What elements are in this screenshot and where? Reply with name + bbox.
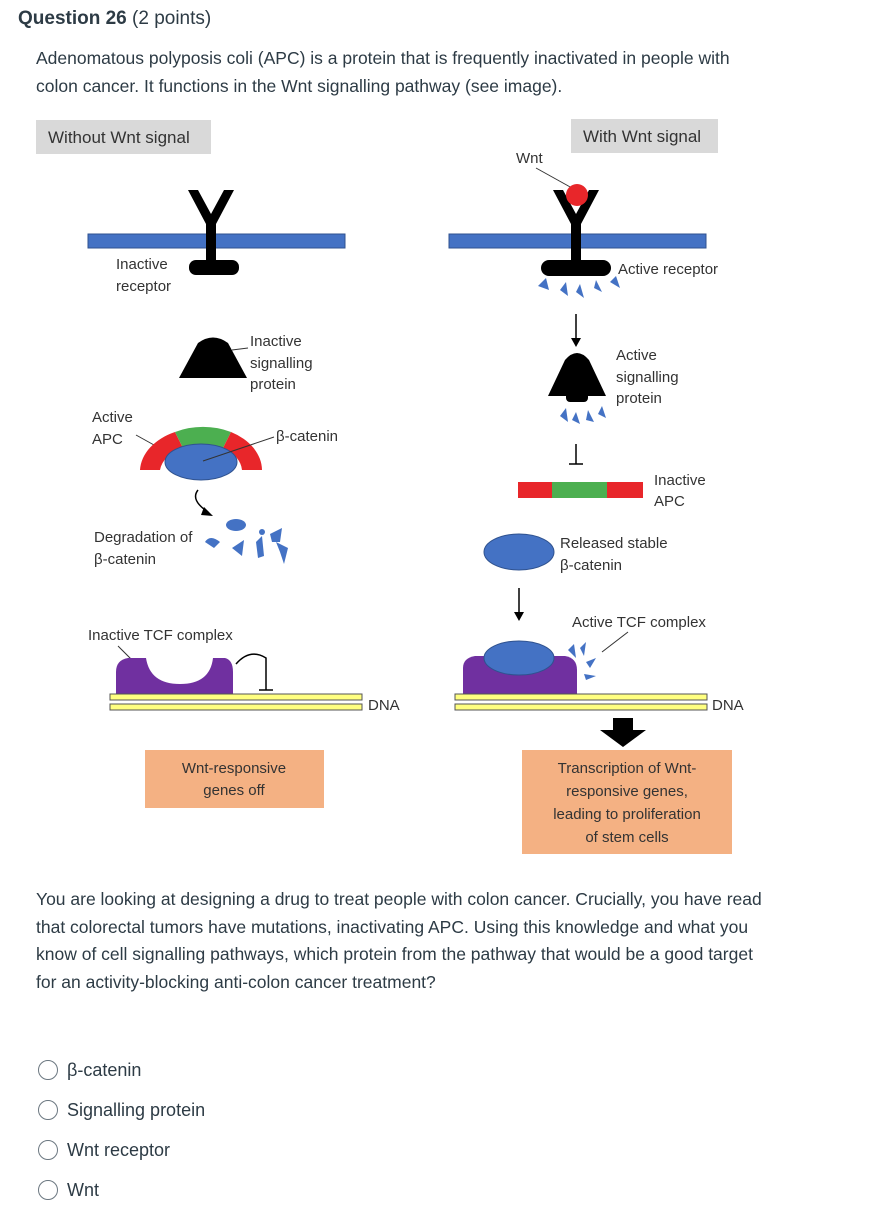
question-points: (2 points) (132, 8, 212, 29)
transcription-box (522, 750, 732, 854)
question-prompt: You are looking at designing a drug to t… (36, 889, 762, 992)
pointer-line (202, 436, 275, 462)
transcription-line-2: responsive genes, (566, 783, 688, 800)
answer-option-wnt[interactable]: Wnt (38, 1170, 205, 1210)
active-signal-label-1: Active (616, 347, 657, 364)
signal-activation-rays (560, 406, 606, 424)
receptor-activation-rays (538, 276, 620, 298)
question-number: Question 26 (18, 8, 127, 29)
tcf-activation-rays (568, 642, 596, 680)
answer-option-signalling-protein[interactable]: Signalling protein (38, 1090, 205, 1130)
genes-off-box (145, 750, 324, 808)
radio-button[interactable] (38, 1180, 58, 1200)
right-dna (454, 693, 708, 711)
left-dna (109, 693, 363, 711)
released-beta-catenin (483, 533, 555, 571)
radio-button[interactable] (38, 1060, 58, 1080)
curved-arrow (194, 489, 209, 513)
inactive-tcf-complex (116, 658, 233, 694)
radio-button[interactable] (38, 1100, 58, 1120)
answer-label: Wnt (67, 1179, 100, 1200)
answer-label: Signalling protein (67, 1099, 206, 1120)
radio-button[interactable] (38, 1140, 58, 1160)
genes-off-line-1: Wnt-responsive (182, 760, 286, 777)
active-receptor (541, 190, 611, 276)
answer-options: β-catenin Signalling protein Wnt recepto… (38, 1050, 205, 1210)
released-bcat-label-2: β-catenin (560, 557, 622, 574)
active-tcf-label: Active TCF complex (572, 614, 706, 631)
wnt-label: Wnt (516, 150, 544, 167)
left-membrane (87, 233, 346, 249)
answer-option-wnt-receptor[interactable]: Wnt receptor (38, 1130, 205, 1170)
degradation-label-1: Degradation of (94, 529, 193, 546)
pointer-line (535, 167, 573, 189)
inactive-signal-label-2: signalling (250, 355, 313, 372)
inactive-apc-label-1: Inactive (654, 472, 706, 489)
beta-catenin (164, 443, 238, 481)
right-header: With Wnt signal (583, 127, 701, 146)
signal-protein-base (566, 392, 588, 402)
beta-catenin-label: β-catenin (276, 428, 338, 445)
active-apc (140, 426, 262, 470)
answer-label: β-catenin (67, 1059, 142, 1080)
question-header: Question 26 (2 points) (18, 8, 211, 30)
blocked-transcription-symbol (235, 653, 273, 691)
transcription-line-1: Transcription of Wnt- (558, 760, 697, 777)
right-header-box (571, 119, 718, 153)
released-bcat-label-1: Released stable (560, 535, 668, 552)
active-apc-label-2: APC (92, 431, 123, 448)
pointer-line (601, 631, 629, 653)
inactive-tcf-label: Inactive TCF complex (88, 627, 233, 644)
arrowhead (571, 338, 581, 347)
wnt-pathway-figure: Without Wnt signal Inactive receptor Ina… (0, 110, 894, 870)
arrowhead (201, 507, 213, 516)
right-dna-label: DNA (712, 697, 744, 714)
inactive-receptor (188, 190, 239, 275)
answer-option-beta-catenin[interactable]: β-catenin (38, 1050, 205, 1090)
inactive-receptor-label-2: receptor (116, 278, 171, 295)
inactive-signal-label-3: protein (250, 376, 296, 393)
left-header: Without Wnt signal (48, 128, 190, 147)
transcription-line-4: of stem cells (585, 829, 668, 846)
transcription-line-3: leading to proliferation (553, 806, 701, 823)
question-intro: Adenomatous polyposis coli (APC) is a pr… (36, 48, 730, 96)
pointer-line (231, 347, 249, 351)
active-receptor-label: Active receptor (618, 261, 718, 278)
active-signal-label-3: protein (616, 390, 662, 407)
left-dna-label: DNA (368, 697, 400, 714)
genes-off-line-2: genes off (203, 782, 265, 799)
left-header-box (36, 120, 211, 154)
active-signalling-protein (548, 353, 606, 396)
inhibition-symbol (569, 444, 583, 465)
active-apc-label-1: Active (92, 409, 133, 426)
inactive-apc (518, 482, 643, 498)
inactive-receptor-label-1: Inactive (116, 256, 168, 273)
active-signal-label-2: signalling (616, 369, 679, 386)
inactive-signal-label-1: Inactive (250, 333, 302, 350)
degradation-label-2: β-catenin (94, 551, 156, 568)
degraded-beta-catenin-fragments (205, 519, 288, 564)
arrowhead (514, 612, 524, 621)
wnt-ligand (566, 184, 588, 206)
bound-beta-catenin (483, 640, 555, 676)
inactive-apc-label-2: APC (654, 493, 685, 510)
answer-label: Wnt receptor (67, 1139, 171, 1160)
inactive-signalling-protein (179, 337, 247, 378)
transcription-arrow (600, 718, 646, 747)
